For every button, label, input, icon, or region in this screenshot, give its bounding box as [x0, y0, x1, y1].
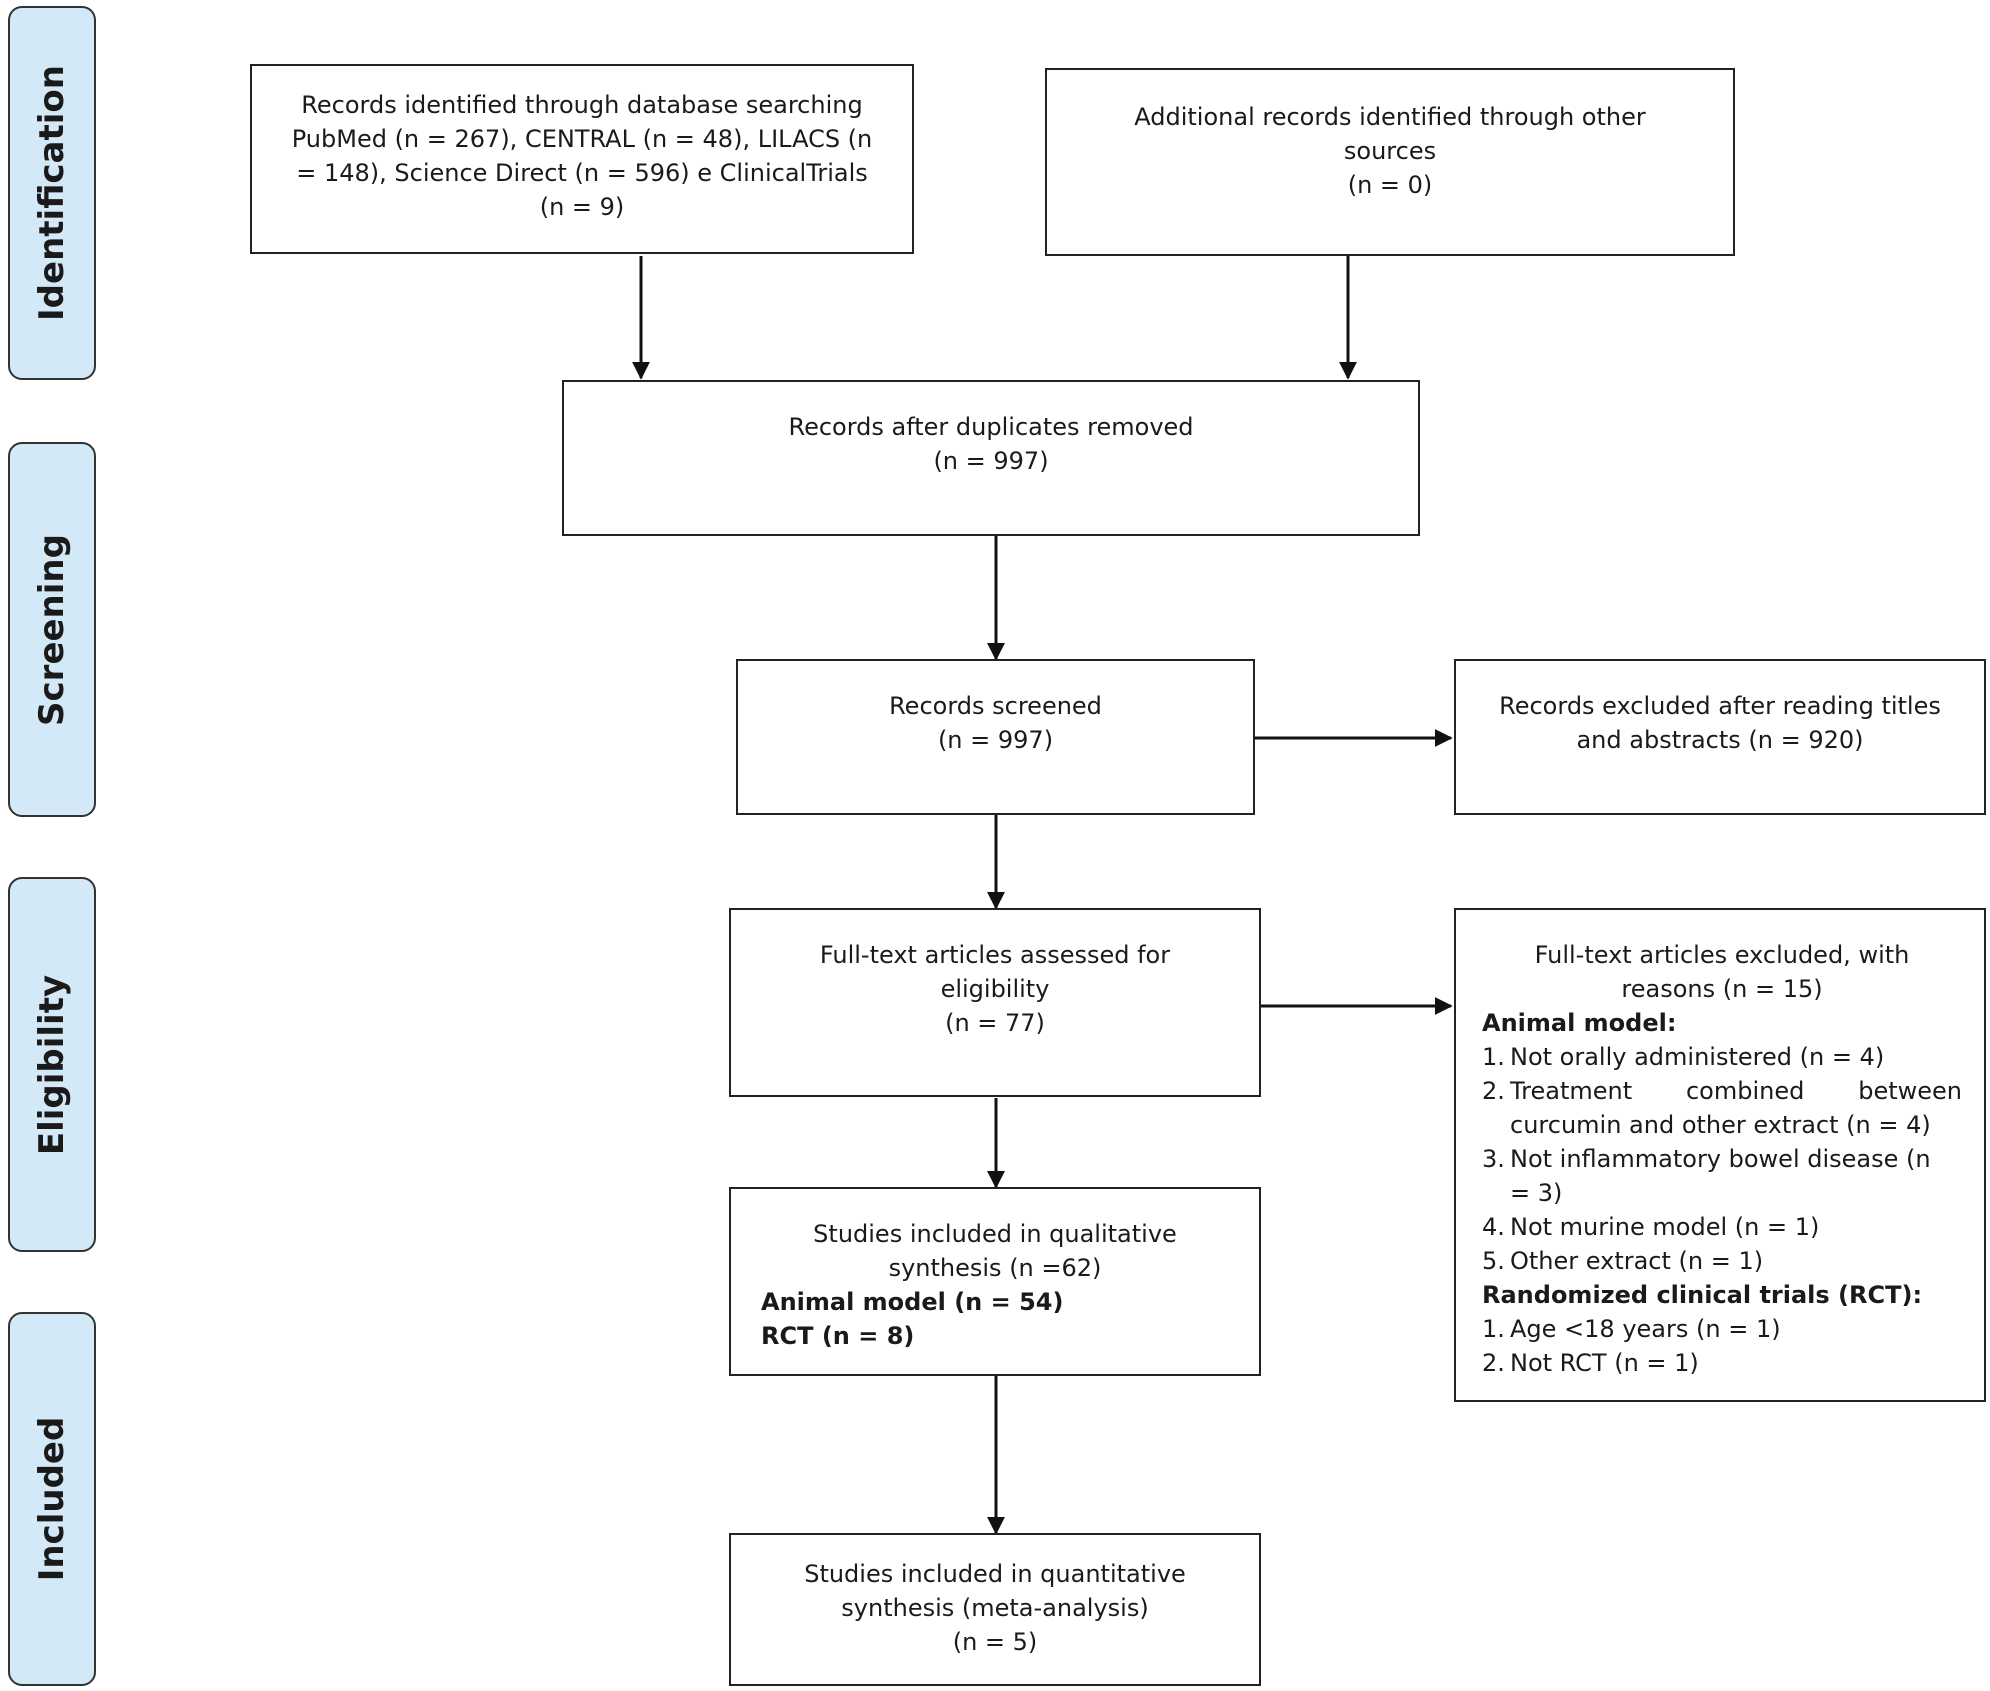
quantitative-synthesis-box: Studies included in quantitative synthes… [729, 1533, 1261, 1686]
duplicates-removed-box: Records after duplicates removed (n = 99… [562, 380, 1420, 536]
prisma-flow-diagram: Identification Screening Eligibility Inc… [8, 6, 1986, 1686]
list-item: 3. Not inflammatory bowel disease (n = 3… [1482, 1145, 1931, 1207]
list-item: 5. Other extract (n = 1) [1482, 1247, 1764, 1275]
other-sources-box: Additional records identified through ot… [1045, 68, 1735, 256]
rct-count: RCT (n = 8) [761, 1322, 915, 1350]
phase-screening: Screening [8, 442, 96, 817]
excluded-titles-box: Records excluded after reading titles an… [1454, 659, 1986, 815]
list-item: 2. Treatment combined between curcumin a… [1482, 1077, 1962, 1139]
database-records-box: Records identified through database sear… [250, 64, 914, 254]
list-item: 1. Not orally administered (n = 4) [1482, 1043, 1885, 1071]
phase-included: Included [8, 1312, 96, 1686]
rct-heading: Randomized clinical trials (RCT): [1482, 1281, 1923, 1309]
list-item: 2. Not RCT (n = 1) [1482, 1349, 1699, 1377]
phase-identification: Identification [8, 6, 96, 380]
full-text-assessed-box: Full-text articles assessed for eligibil… [729, 908, 1261, 1097]
list-item: 4. Not murine model (n = 1) [1482, 1213, 1820, 1241]
connector-arrows [632, 256, 1453, 1535]
animal-model-count: Animal model (n = 54) [761, 1288, 1064, 1316]
records-screened-box: Records screened (n = 997) [736, 659, 1255, 815]
list-item: 1. Age <18 years (n = 1) [1482, 1315, 1781, 1343]
phase-eligibility: Eligibility [8, 877, 96, 1252]
animal-model-heading: Animal model: [1482, 1009, 1677, 1037]
qualitative-synthesis-box: Studies included in qualitative synthesi… [729, 1187, 1261, 1376]
full-text-excluded-box: Full-text articles excluded, with reason… [1454, 908, 1986, 1402]
